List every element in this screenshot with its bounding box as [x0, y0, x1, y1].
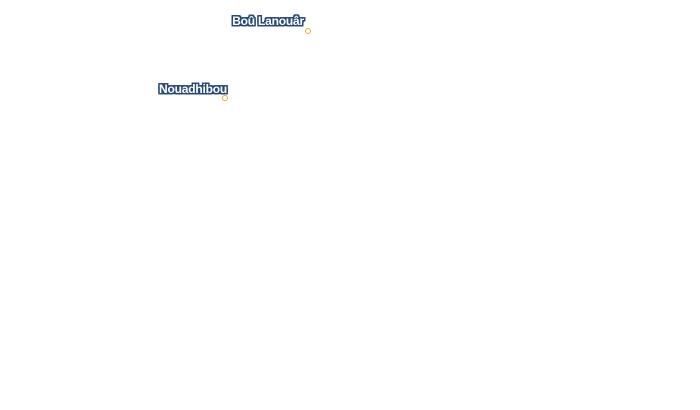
place-bou-lanouar[interactable]: Boû Lanouâr: [232, 15, 311, 34]
town-marker-icon[interactable]: [305, 28, 311, 34]
place-label[interactable]: Boû Lanouâr: [232, 14, 304, 28]
town-marker-icon[interactable]: [222, 95, 228, 101]
place-nouadhibou[interactable]: Nouadhibou: [159, 83, 228, 101]
place-label[interactable]: Nouadhibou: [159, 82, 227, 96]
